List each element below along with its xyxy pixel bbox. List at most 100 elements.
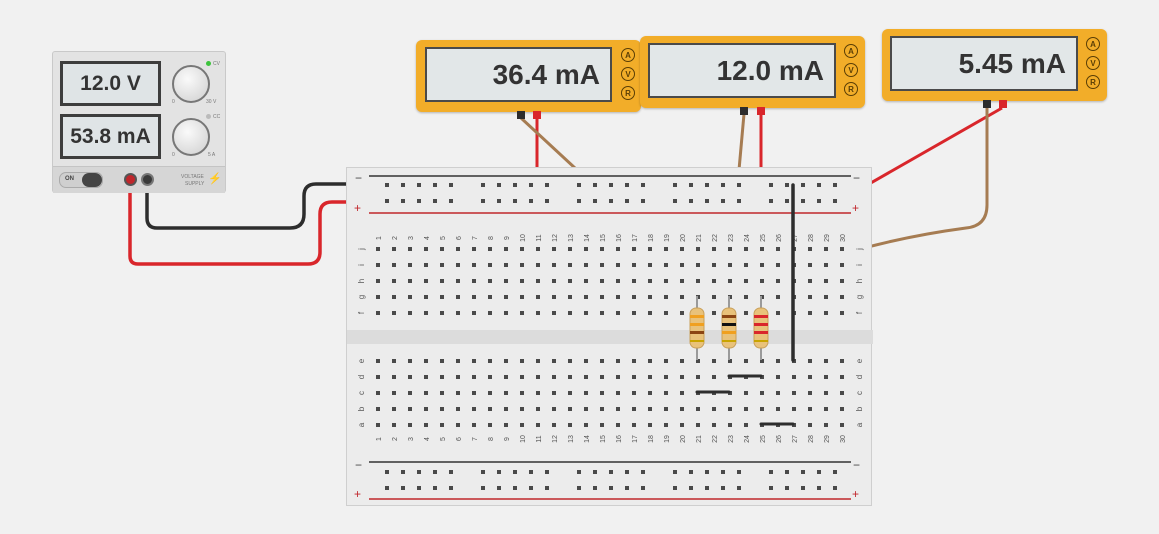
column-number-bottom: 6 xyxy=(456,437,463,441)
rail-hole xyxy=(529,183,533,187)
voltage-knob-max-label: 30 V xyxy=(206,99,217,105)
multimeter-1-black-jack[interactable] xyxy=(517,111,525,119)
rail-hole xyxy=(737,199,741,203)
terminal-hole xyxy=(440,295,444,299)
terminal-hole xyxy=(696,279,700,283)
multimeter-3-mode-a[interactable]: A xyxy=(1086,37,1100,51)
multimeter-2-mode-v[interactable]: V xyxy=(844,63,858,77)
terminal-hole xyxy=(792,423,796,427)
column-number-top: 19 xyxy=(664,234,671,242)
terminal-hole xyxy=(712,391,716,395)
multimeter-1-mode-a[interactable]: A xyxy=(621,48,635,62)
rail-hole xyxy=(609,183,613,187)
terminal-hole xyxy=(744,391,748,395)
terminal-hole xyxy=(824,407,828,411)
column-number-top: 5 xyxy=(440,236,447,240)
multimeter-3-red-jack[interactable] xyxy=(999,100,1007,108)
terminal-hole xyxy=(696,311,700,315)
column-number-bottom: 29 xyxy=(824,435,831,443)
row-letter-right: i xyxy=(855,264,864,266)
current-knob[interactable] xyxy=(172,118,210,156)
terminal-hole xyxy=(792,407,796,411)
rail-hole xyxy=(417,486,421,490)
terminal-hole xyxy=(536,423,540,427)
multimeter-1[interactable]: 36.4 mA A V R xyxy=(416,40,641,119)
terminal-hole xyxy=(616,311,620,315)
positive-terminal[interactable] xyxy=(124,173,137,186)
multimeter-3[interactable]: 5.45 mA A V R xyxy=(882,29,1107,108)
multimeter-2-black-jack[interactable] xyxy=(740,107,748,115)
terminal-hole xyxy=(744,263,748,267)
multimeter-1-red-jack[interactable] xyxy=(533,111,541,119)
terminal-hole xyxy=(584,375,588,379)
terminal-hole xyxy=(584,311,588,315)
terminal-hole xyxy=(520,359,524,363)
terminal-hole xyxy=(600,359,604,363)
terminal-hole xyxy=(680,359,684,363)
multimeter-2[interactable]: 12.0 mA A V R xyxy=(640,36,865,115)
cv-indicator-icon xyxy=(206,61,211,66)
terminal-hole xyxy=(632,311,636,315)
terminal-hole xyxy=(424,263,428,267)
multimeter-1-mode-v[interactable]: V xyxy=(621,67,635,81)
rail-hole xyxy=(817,183,821,187)
terminal-hole xyxy=(744,279,748,283)
terminal-hole xyxy=(808,247,812,251)
terminal-hole xyxy=(792,247,796,251)
terminal-hole xyxy=(648,375,652,379)
multimeter-2-red-jack[interactable] xyxy=(757,107,765,115)
column-number-bottom: 14 xyxy=(584,435,591,443)
terminal-hole xyxy=(808,391,812,395)
multimeter-3-black-jack[interactable] xyxy=(983,100,991,108)
rail-hole xyxy=(625,183,629,187)
negative-terminal[interactable] xyxy=(141,173,154,186)
rail-hole xyxy=(433,199,437,203)
terminal-hole xyxy=(760,423,764,427)
column-number-bottom: 7 xyxy=(472,437,479,441)
terminal-hole xyxy=(840,359,844,363)
terminal-hole xyxy=(472,247,476,251)
terminal-hole xyxy=(680,311,684,315)
multimeter-3-mode-v[interactable]: V xyxy=(1086,56,1100,70)
terminal-hole xyxy=(632,407,636,411)
voltage-display: 12.0 V xyxy=(60,61,161,106)
rail-hole xyxy=(593,183,597,187)
dc-power-supply[interactable]: 12.0 V 53.8 mA CV CC 0 30 V 0 5 A ON VOL… xyxy=(52,51,226,193)
multimeter-2-mode-a[interactable]: A xyxy=(844,44,858,58)
terminal-hole xyxy=(808,263,812,267)
row-letter-left: e xyxy=(357,358,366,363)
voltage-knob[interactable] xyxy=(172,65,210,103)
rail-hole xyxy=(673,470,677,474)
terminal-hole xyxy=(696,391,700,395)
power-switch[interactable]: ON xyxy=(59,172,103,188)
rail-hole xyxy=(785,183,789,187)
terminal-hole xyxy=(392,423,396,427)
terminal-hole xyxy=(424,375,428,379)
multimeter-3-mode-r[interactable]: R xyxy=(1086,75,1100,89)
terminal-hole xyxy=(760,375,764,379)
multimeter-1-mode-r[interactable]: R xyxy=(621,86,635,100)
terminal-hole xyxy=(392,263,396,267)
column-number-top: 28 xyxy=(808,234,815,242)
terminal-hole xyxy=(632,391,636,395)
rail-hole xyxy=(513,470,517,474)
terminal-hole xyxy=(440,359,444,363)
column-number-top: 12 xyxy=(552,234,559,242)
wire-psu-positive[interactable] xyxy=(128,183,378,266)
terminal-hole xyxy=(520,263,524,267)
terminal-hole xyxy=(520,423,524,427)
rail-hole xyxy=(385,199,389,203)
terminal-hole xyxy=(392,295,396,299)
terminal-hole xyxy=(808,407,812,411)
column-number-top: 4 xyxy=(424,236,431,240)
terminal-hole xyxy=(408,359,412,363)
column-number-bottom: 20 xyxy=(680,435,687,443)
terminal-hole xyxy=(760,359,764,363)
multimeter-2-mode-r[interactable]: R xyxy=(844,82,858,96)
terminal-hole xyxy=(504,279,508,283)
wire-psu-negative[interactable] xyxy=(145,182,378,230)
column-number-bottom: 9 xyxy=(504,437,511,441)
column-number-bottom: 19 xyxy=(664,435,671,443)
